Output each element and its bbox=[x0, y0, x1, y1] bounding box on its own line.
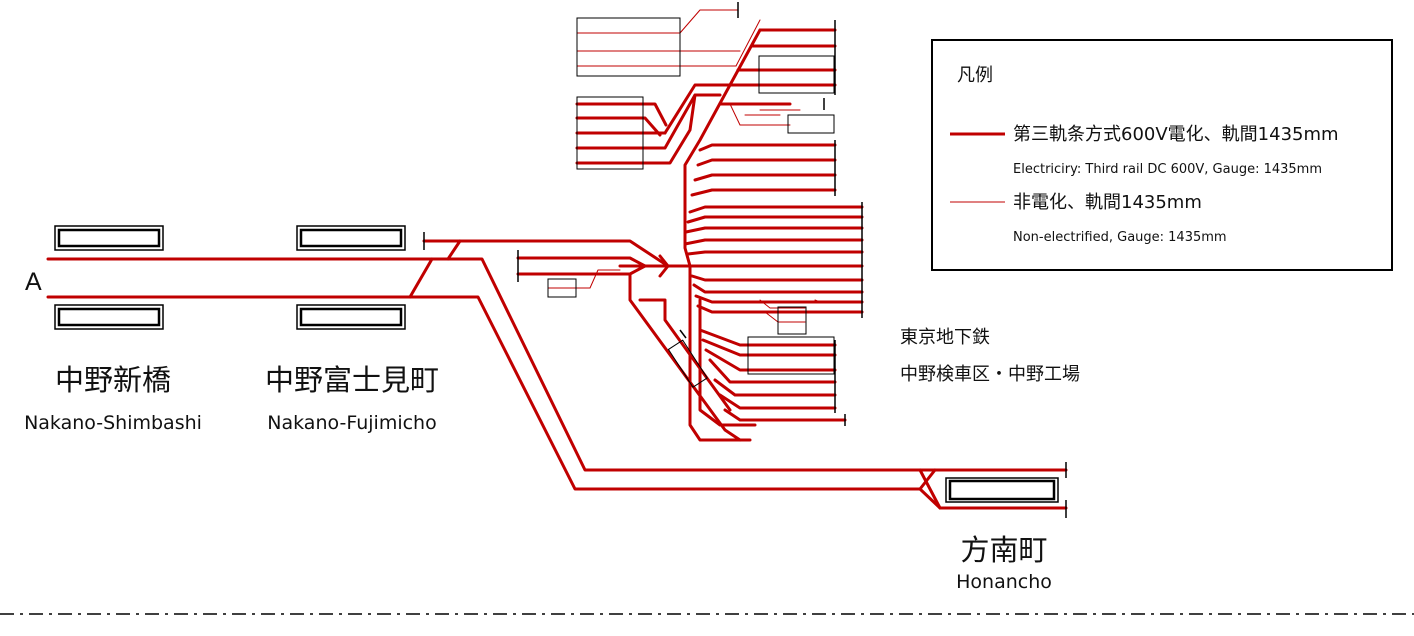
crossover-honancho-2 bbox=[918, 468, 937, 491]
crossover-fujimicho bbox=[408, 257, 434, 299]
legend-title: 凡例 bbox=[957, 65, 993, 86]
station-labels: 中野新橋 Nakano-Shimbashi 中野富士見町 Nakano-Fuji… bbox=[24, 363, 1052, 593]
depot-operator: 東京地下鉄 bbox=[900, 327, 990, 348]
yard-track-m3 bbox=[693, 173, 837, 182]
inspection-track-2 bbox=[638, 298, 732, 412]
line-marker: A bbox=[25, 268, 42, 296]
workshop-track-2 bbox=[575, 116, 662, 137]
station-name-ja: 方南町 bbox=[960, 533, 1047, 567]
main-track-lower bbox=[46, 295, 1068, 510]
yard-track-l8 bbox=[698, 298, 757, 427]
crossover-honancho-1 bbox=[918, 468, 942, 510]
depot-building-north bbox=[576, 17, 681, 77]
depot-building-shed-3 bbox=[777, 306, 807, 335]
structures bbox=[54, 17, 1059, 503]
depot-yard-tracks bbox=[575, 28, 864, 442]
main-track-upper bbox=[46, 257, 1068, 472]
yard-track-m8 bbox=[683, 238, 864, 246]
yard-ladder bbox=[683, 28, 762, 268]
yard-track-m9 bbox=[686, 250, 864, 256]
yard-track-l4 bbox=[708, 358, 837, 384]
non-electrified-tracks bbox=[547, 9, 851, 323]
legend-item-label-en: Electriciry: Third rail DC 600V, Gauge: … bbox=[1013, 162, 1322, 177]
siding-thin-9 bbox=[547, 269, 621, 289]
yard-track-l2 bbox=[701, 338, 837, 357]
yard-track-l1 bbox=[698, 328, 837, 347]
yard-track-m5 bbox=[688, 205, 864, 214]
station-name-ja: 中野新橋 bbox=[55, 363, 171, 397]
depot-access-3 bbox=[516, 256, 647, 268]
platform-nakano-fujimicho-upper bbox=[296, 225, 406, 251]
yard-ladder-lower bbox=[688, 264, 752, 442]
workshop-track-1 bbox=[575, 102, 668, 127]
yard-track-m12 bbox=[692, 283, 864, 294]
yard-track-m11 bbox=[690, 274, 864, 282]
workshop-track-5 bbox=[575, 93, 697, 165]
legend-box bbox=[931, 39, 1393, 271]
buffer-stops bbox=[423, 2, 1067, 518]
station-name-en: Nakano-Shimbashi bbox=[24, 412, 202, 434]
yard-track-m6 bbox=[686, 215, 864, 224]
depot-building-inspection bbox=[747, 336, 835, 375]
legend: 凡例 第三軌条方式600V電化、軌間1435mm Electriciry: Th… bbox=[931, 39, 1393, 271]
depot-building-tilted bbox=[667, 339, 708, 388]
main-tracks bbox=[46, 239, 1068, 510]
depot-name: 中野検車区・中野工場 bbox=[900, 364, 1080, 385]
station-name-ja: 中野富士見町 bbox=[265, 363, 439, 397]
legend-item-label-en: Non-electrified, Gauge: 1435mm bbox=[1013, 230, 1227, 245]
yard-track-m2 bbox=[696, 158, 837, 167]
depot-access-7 bbox=[658, 264, 670, 278]
workshop-track-6 bbox=[663, 83, 732, 135]
workshop-track-4 bbox=[575, 93, 722, 150]
legend-item-label-ja: 非電化、軌間1435mm bbox=[1013, 192, 1202, 213]
yard-track-m4 bbox=[690, 188, 837, 197]
siding-thin-10 bbox=[759, 299, 806, 309]
siding-thin-6 bbox=[729, 103, 791, 126]
yard-track-l5 bbox=[713, 378, 837, 397]
yard-track-l6 bbox=[718, 393, 837, 410]
inspection-track-1 bbox=[628, 272, 742, 442]
yard-track-m7 bbox=[684, 226, 864, 234]
yard-track-m1 bbox=[698, 143, 837, 152]
siding-thin-5 bbox=[735, 19, 761, 67]
yard-track-m13 bbox=[694, 294, 864, 304]
depot-building-shed-1 bbox=[758, 55, 835, 94]
yard-track-l3 bbox=[704, 348, 837, 372]
platform-nakano-shimbashi-lower bbox=[54, 304, 164, 330]
yard-track-m14 bbox=[696, 304, 864, 314]
platform-nakano-shimbashi-upper bbox=[54, 225, 164, 251]
buffer-stop bbox=[679, 329, 687, 339]
legend-item-label-ja: 第三軌条方式600V電化、軌間1435mm bbox=[1013, 124, 1339, 145]
depot-building-small bbox=[547, 278, 577, 298]
depot-building-shed-2 bbox=[787, 114, 835, 134]
siding-thin-12 bbox=[814, 299, 851, 303]
platform-nakano-fujimicho-lower bbox=[296, 304, 406, 330]
depot-access-6 bbox=[658, 254, 670, 268]
depot-access-1 bbox=[422, 239, 670, 268]
platform-honancho bbox=[945, 477, 1059, 503]
siding-thin-4 bbox=[679, 9, 739, 34]
depot-label: 東京地下鉄 中野検車区・中野工場 bbox=[900, 327, 1080, 385]
yard-track-l7 bbox=[723, 408, 847, 422]
depot-building-workshop bbox=[576, 96, 644, 170]
depot-access-2 bbox=[446, 239, 462, 261]
station-name-en: Nakano-Fujimicho bbox=[267, 412, 436, 434]
station-name-en: Honancho bbox=[956, 571, 1052, 593]
